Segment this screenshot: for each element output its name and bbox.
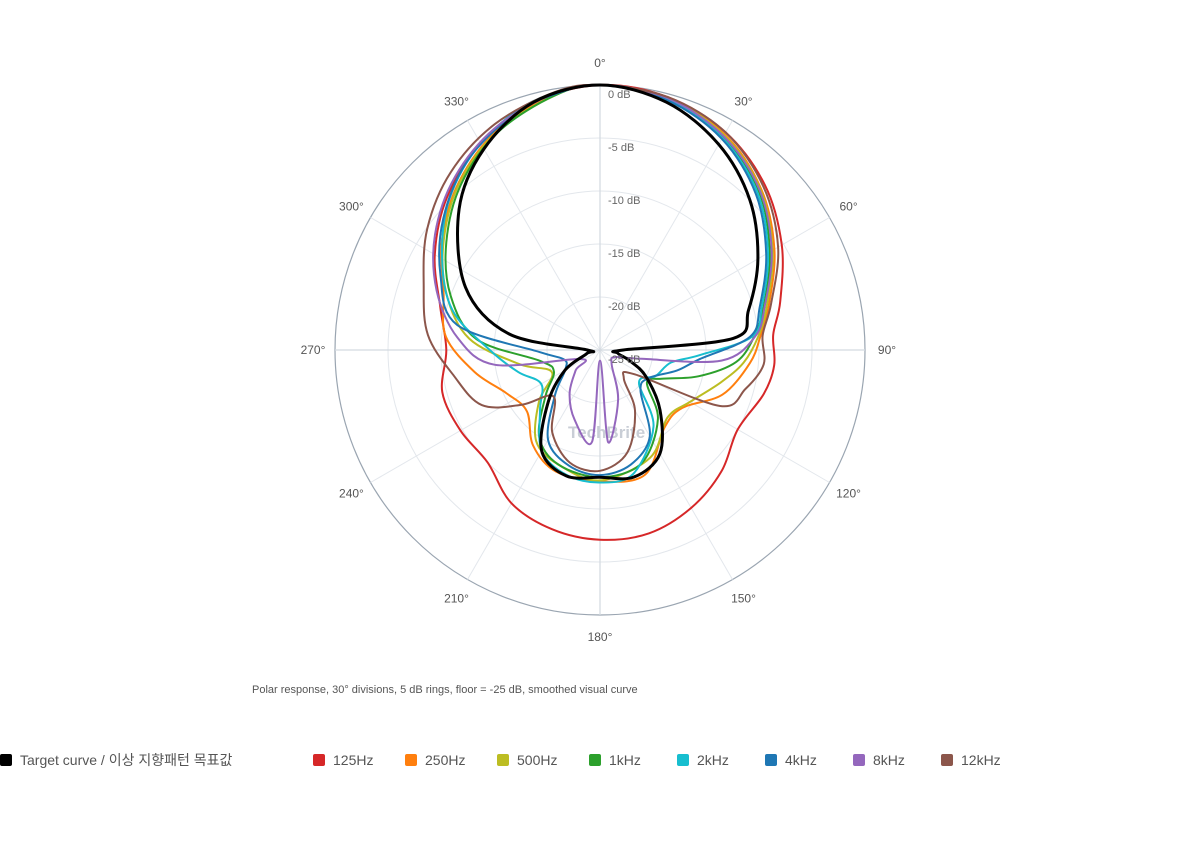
series-line-5 xyxy=(441,83,770,484)
angle-tick-30: 30° xyxy=(734,94,752,108)
ring-label-5: -25 dB xyxy=(608,354,640,366)
legend-item-3[interactable]: 500Hz xyxy=(497,750,557,770)
legend-item-0[interactable]: Target curve / 이상 지향패턴 목표값 xyxy=(0,750,232,770)
legend-label-2: 250Hz xyxy=(425,752,466,768)
legend-item-1[interactable]: 125Hz xyxy=(313,750,373,770)
ring-label-2: -10 dB xyxy=(608,195,640,207)
series-line-0 xyxy=(456,83,760,481)
spoke-330 xyxy=(467,120,601,351)
legend-swatch-5 xyxy=(677,754,689,766)
legend-label-7: 8kHz xyxy=(873,752,905,768)
legend-item-4[interactable]: 1kHz xyxy=(589,750,641,770)
polar-grid xyxy=(334,84,866,616)
ring-label-0: 0 dB xyxy=(608,89,631,101)
angle-tick-0: 0° xyxy=(594,56,606,70)
angle-tick-150: 150° xyxy=(731,592,756,606)
legend-label-3: 500Hz xyxy=(517,752,558,768)
spoke-30 xyxy=(599,120,733,351)
legend-item-7[interactable]: 8kHz xyxy=(853,750,905,770)
legend-item-5[interactable]: 2kHz xyxy=(677,750,729,770)
series-line-1 xyxy=(433,83,784,541)
series-line-6 xyxy=(438,83,768,477)
spoke-210 xyxy=(467,349,601,580)
legend-label-1: 125Hz xyxy=(333,752,374,768)
axis-labels: 0° 30° 60° 90° 120° 150° 180° 210° 240° 270° 300° 3… xyxy=(301,56,897,644)
legend: Target curve / 이상 지향패턴 목표값 125Hz 250Hz 500H… xyxy=(0,750,1200,770)
legend-label-0: Target curve / 이상 지향패턴 목표값 xyxy=(20,752,233,768)
ring-label-4: -20 dB xyxy=(608,301,640,313)
ring-label-1: -5 dB xyxy=(608,142,634,154)
angle-tick-240: 240° xyxy=(339,487,364,501)
legend-swatch-1 xyxy=(313,754,325,766)
spoke-120 xyxy=(599,349,830,483)
legend-label-4: 1kHz xyxy=(609,752,641,768)
legend-swatch-8 xyxy=(941,754,953,766)
angle-tick-90: 90° xyxy=(878,343,896,357)
legend-item-6[interactable]: 4kHz xyxy=(765,750,817,770)
legend-swatch-3 xyxy=(497,754,509,766)
angle-tick-180: 180° xyxy=(588,630,613,644)
legend-swatch-6 xyxy=(765,754,777,766)
legend-label-5: 2kHz xyxy=(697,752,729,768)
legend-swatch-7 xyxy=(853,754,865,766)
series-line-4 xyxy=(444,83,771,479)
spoke-60 xyxy=(599,217,830,351)
ring-label-3: -15 dB xyxy=(608,248,640,260)
legend-label-8: 12kHz xyxy=(961,752,1001,768)
angle-tick-120: 120° xyxy=(836,487,861,501)
legend-item-2[interactable]: 250Hz xyxy=(405,750,465,770)
angle-tick-60: 60° xyxy=(839,200,857,214)
legend-swatch-4 xyxy=(589,754,601,766)
legend-item-8[interactable]: 12kHz xyxy=(941,750,1001,770)
legend-swatch-2 xyxy=(405,754,417,766)
spoke-300 xyxy=(370,217,601,351)
series-line-8 xyxy=(422,83,780,473)
series-line-7 xyxy=(432,83,773,446)
spoke-150 xyxy=(599,349,733,580)
legend-swatch-0 xyxy=(0,754,12,766)
series-layer xyxy=(422,83,784,541)
angle-tick-300: 300° xyxy=(339,200,364,214)
legend-label-6: 4kHz xyxy=(785,752,817,768)
angle-tick-270: 270° xyxy=(301,343,326,357)
angle-tick-210: 210° xyxy=(444,592,469,606)
angle-tick-330: 330° xyxy=(444,94,469,108)
chart-note: Polar response, 30° divisions, 5 dB ring… xyxy=(252,684,638,696)
